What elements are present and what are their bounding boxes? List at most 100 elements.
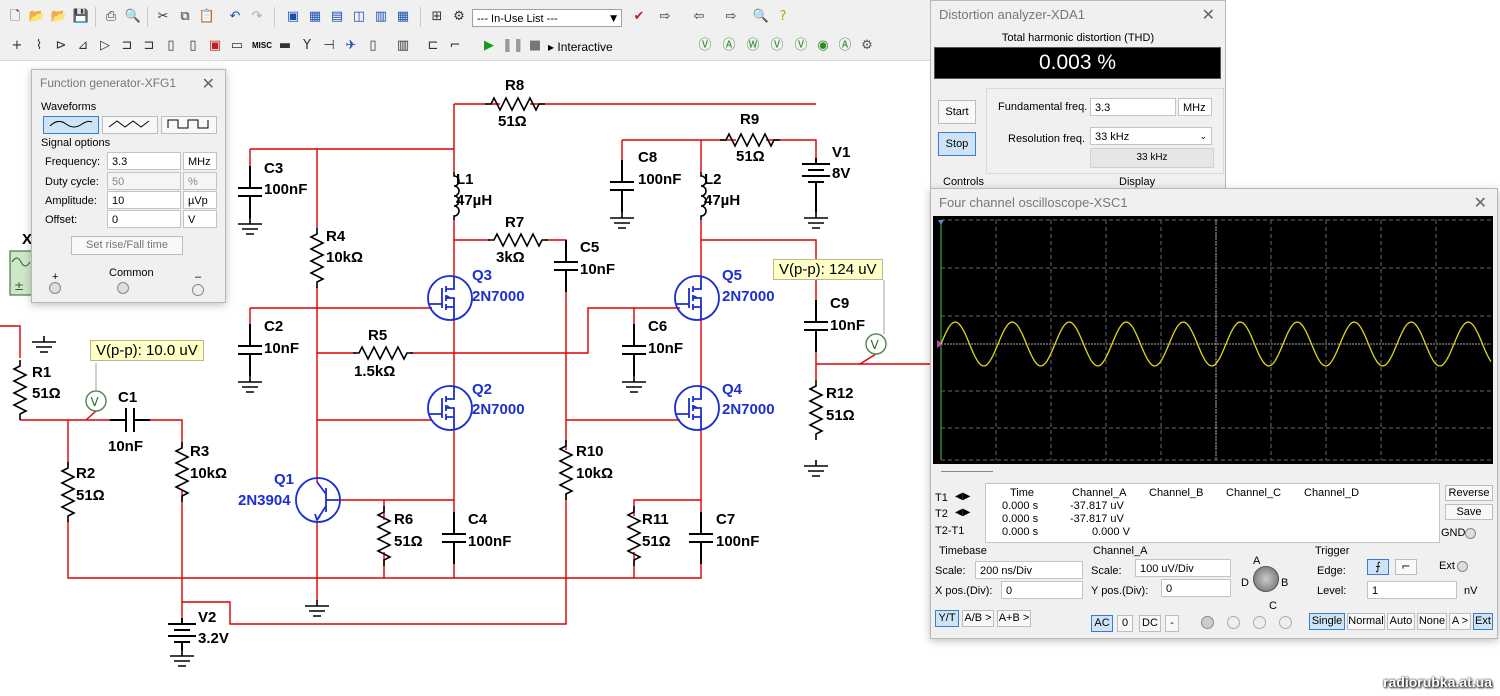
scope-screen[interactable] (933, 216, 1493, 464)
erc-check-icon[interactable]: ✔ (633, 9, 645, 24)
amplitude-input[interactable]: 10 (107, 191, 181, 209)
r4-resistor[interactable] (310, 227, 324, 289)
save-button[interactable]: Save (1445, 504, 1493, 520)
undo-icon[interactable]: ↶ (229, 9, 241, 24)
r2-resistor[interactable] (61, 461, 75, 523)
run-simulation-icon[interactable]: ▶ (484, 38, 494, 53)
ext-trigger-button[interactable]: Ext (1473, 613, 1493, 630)
timebase-scale-input[interactable]: 200 ns/Div (975, 561, 1083, 579)
xpos-input[interactable]: 0 (1001, 581, 1083, 599)
auto-trigger-button[interactable]: Auto (1387, 613, 1415, 630)
c5-capacitor[interactable] (553, 239, 579, 293)
minus-terminal[interactable] (192, 284, 204, 296)
database-icon[interactable]: ▦ (396, 9, 410, 24)
place-electromech-icon[interactable]: ⊣ (323, 38, 335, 53)
r12-resistor[interactable] (809, 379, 823, 441)
sine-wave-button[interactable] (43, 116, 99, 134)
start-button[interactable]: Start (938, 100, 976, 124)
place-basic-icon[interactable]: ⌇ (35, 38, 43, 53)
probe-current-icon[interactable]: Ⓐ (722, 38, 736, 53)
back-annotate-icon[interactable]: ⇦ (693, 9, 705, 24)
channel-c-terminal[interactable] (1253, 616, 1266, 629)
fundamental-freq-input[interactable]: 3.3 (1090, 98, 1176, 116)
in-use-list-combo[interactable]: --- In-Use List --- ▼ (472, 9, 622, 27)
c6-capacitor[interactable] (621, 323, 647, 393)
ab-mode-button[interactable]: A/B > (962, 610, 994, 627)
close-icon[interactable]: ✕ (201, 74, 215, 93)
help-icon[interactable]: ? (779, 9, 787, 24)
probe-settings-icon[interactable]: Ⓐ (838, 38, 852, 53)
forward-annotate-icon[interactable]: ⇨ (725, 9, 737, 24)
level-input[interactable]: 1 (1367, 581, 1457, 599)
toggle-fullscreen-icon[interactable]: ▣ (286, 9, 300, 24)
c9-capacitor[interactable] (803, 299, 829, 353)
dc-coupling-button[interactable]: DC (1139, 615, 1161, 632)
function-generator-window[interactable]: Function generator-XFG1 ✕ Waveforms Sign… (31, 69, 226, 303)
frequency-unit[interactable]: MHz (183, 152, 217, 170)
falling-edge-button[interactable]: ⌐ (1395, 559, 1417, 575)
c8-capacitor[interactable] (609, 159, 635, 229)
place-connector-icon[interactable]: ▯ (369, 38, 377, 53)
frequency-input[interactable]: 3.3 (107, 152, 181, 170)
place-hier-block-icon[interactable]: ▥ (396, 38, 410, 53)
channel-b-terminal[interactable] (1227, 616, 1240, 629)
schematic-canvas[interactable]: ± X V V R8 51Ω R9 51Ω V1 8V C3 100nF L1 … (0, 61, 930, 696)
q1-bjt[interactable] (295, 477, 341, 523)
close-icon[interactable]: ✕ (1201, 5, 1215, 24)
copy-icon[interactable]: ⧉ (180, 9, 190, 24)
place-mcu-icon[interactable]: ▯ (167, 38, 175, 53)
place-transistor-icon[interactable]: ⊿ (77, 38, 89, 53)
v2-battery[interactable] (168, 618, 196, 667)
open-folder-icon[interactable]: 📂 (28, 9, 46, 24)
offset-input[interactable]: 0 (107, 210, 181, 228)
place-ni-icon[interactable]: ✈ (345, 38, 357, 53)
probe-digital-icon[interactable]: ◉ (817, 38, 829, 53)
place-advanced-icon[interactable]: ▬ (278, 38, 292, 53)
r7-resistor[interactable] (487, 233, 549, 247)
gnd-terminal[interactable] (1465, 528, 1476, 539)
input-probe-icon[interactable]: V (85, 390, 107, 412)
normal-trigger-button[interactable]: Normal (1347, 613, 1385, 630)
postprocessor-icon[interactable]: ▥ (374, 9, 388, 24)
zoom-icon[interactable]: 🔍 (752, 9, 770, 24)
probe-voltage-icon[interactable]: Ⓥ (698, 38, 712, 53)
place-analog-icon[interactable]: ▷ (100, 38, 110, 53)
c1-capacitor[interactable] (110, 408, 150, 432)
place-ttl-icon[interactable]: ⊐ (121, 38, 133, 53)
ext-trigger-terminal[interactable] (1457, 561, 1468, 572)
print-preview-icon[interactable]: 🔍 (124, 9, 142, 24)
hierarchy-icon[interactable]: ⚙ (453, 9, 465, 24)
probe-reference-icon[interactable]: Ⓥ (794, 38, 808, 53)
oscilloscope-window[interactable]: Four channel oscilloscope-XSC1 ✕ T1 T2 T… (930, 188, 1498, 639)
set-rise-fall-button[interactable]: Set rise/Fall time (71, 236, 183, 255)
none-trigger-button[interactable]: None (1417, 613, 1447, 630)
q3-mosfet[interactable] (427, 275, 473, 321)
reverse-button[interactable]: Reverse (1445, 485, 1493, 501)
place-mixed-icon[interactable]: ▯ (189, 38, 197, 53)
q4-mosfet[interactable] (674, 385, 720, 431)
place-indicator-icon[interactable]: ▣ (208, 38, 222, 53)
triangle-wave-button[interactable] (102, 116, 158, 134)
cut-icon[interactable]: ✂ (157, 9, 169, 24)
place-wire-icon[interactable]: ⌐ (449, 38, 461, 53)
pause-simulation-icon[interactable]: ❚❚ (502, 38, 524, 53)
close-icon[interactable]: ✕ (1473, 193, 1487, 212)
place-source-icon[interactable]: + (11, 38, 23, 53)
c4-capacitor[interactable] (441, 511, 467, 565)
channel-a-marker[interactable] (937, 340, 943, 348)
stop-button[interactable]: Stop (938, 132, 976, 156)
ac-coupling-button[interactable]: AC (1091, 615, 1113, 632)
new-file-icon[interactable]: 🗋 (9, 9, 21, 24)
place-diode-icon[interactable]: ⊳ (55, 38, 67, 53)
place-bus-icon[interactable]: ⊏ (427, 38, 439, 53)
ypos-input[interactable]: 0 (1161, 579, 1231, 597)
grapher-icon[interactable]: ◫ (352, 9, 366, 24)
rising-edge-button[interactable]: ⨍ (1367, 559, 1389, 575)
minus-coupling-button[interactable]: - (1165, 615, 1179, 632)
component-wizard-icon[interactable]: ⊞ (431, 9, 443, 24)
channel-d-terminal[interactable] (1279, 616, 1292, 629)
cursor-t1-handle[interactable] (938, 220, 944, 225)
channel-a-terminal[interactable] (1201, 616, 1214, 629)
paste-icon[interactable]: 📋 (198, 9, 216, 24)
duty-cycle-input[interactable]: 50 (107, 172, 181, 190)
